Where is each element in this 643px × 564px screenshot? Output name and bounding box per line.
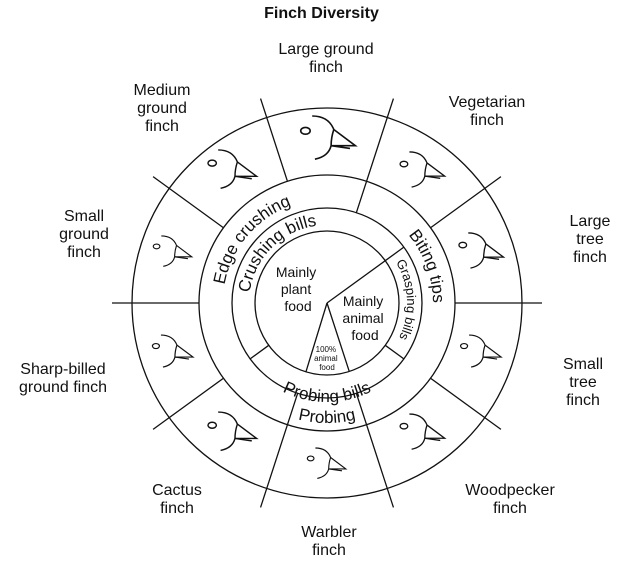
finch-head-icon	[299, 115, 358, 160]
ring-label-probing: Probing	[297, 405, 357, 427]
finch-head-icon	[399, 413, 447, 450]
ring-circle-2	[231, 207, 423, 399]
diet-divider	[326, 302, 350, 372]
finch-sector-divider	[365, 98, 395, 182]
label-cactus-finch: Cactus finch	[152, 482, 202, 517]
finch-head-icon	[306, 447, 348, 479]
bill-type-divider	[384, 246, 405, 262]
label-woodpecker-finch: Woodpecker finch	[465, 482, 555, 517]
finch-sector-divider	[430, 377, 502, 430]
label-large-tree-finch: Large tree finch	[569, 213, 611, 266]
label-small-ground-finch: Small ground finch	[59, 208, 109, 261]
diet-divider	[305, 302, 328, 373]
finch-head-icon	[151, 334, 195, 368]
finch-sector-divider	[430, 176, 502, 229]
feeding-method-divider	[286, 393, 299, 425]
ring-label-grasping-bills: Grasping bills	[393, 256, 419, 343]
diet-plant-label: Mainly plant food	[276, 264, 320, 314]
label-sharp-billed-ground-finch: Sharp-billed ground finch	[18, 361, 108, 396]
label-vegetarian-finch: Vegetarian finch	[448, 94, 526, 129]
diet-animal-label: Mainly animal food	[342, 293, 387, 343]
finch-head-icon	[207, 411, 259, 452]
ring-circle-1	[254, 230, 400, 376]
finch-head-icon	[399, 151, 447, 188]
finch-head-icon	[458, 232, 506, 269]
diagram-title: Finch Diversity	[264, 5, 379, 22]
finch-head-icon	[459, 334, 503, 368]
finch-sector-divider	[152, 377, 224, 430]
label-large-ground-finch: Large ground finch	[278, 41, 374, 76]
diet-divider	[326, 260, 386, 304]
finch-sector-divider	[259, 98, 289, 182]
finch-sector-divider	[365, 424, 395, 508]
bill-type-divider	[384, 344, 405, 360]
finch-head-icon	[152, 235, 194, 267]
feeding-method-divider	[355, 393, 368, 425]
label-warbler-finch: Warbler finch	[301, 524, 357, 559]
bill-type-divider	[249, 344, 270, 360]
diet-all-animal-label: 100% animal food	[314, 345, 340, 372]
label-small-tree-finch: Small tree finch	[562, 356, 603, 409]
finch-head-icon	[207, 149, 259, 190]
finch-sector-divider	[152, 176, 224, 229]
feeding-method-divider	[355, 181, 368, 213]
label-medium-ground-finch: Medium ground finch	[133, 82, 191, 135]
finch-sector-divider	[259, 424, 289, 508]
